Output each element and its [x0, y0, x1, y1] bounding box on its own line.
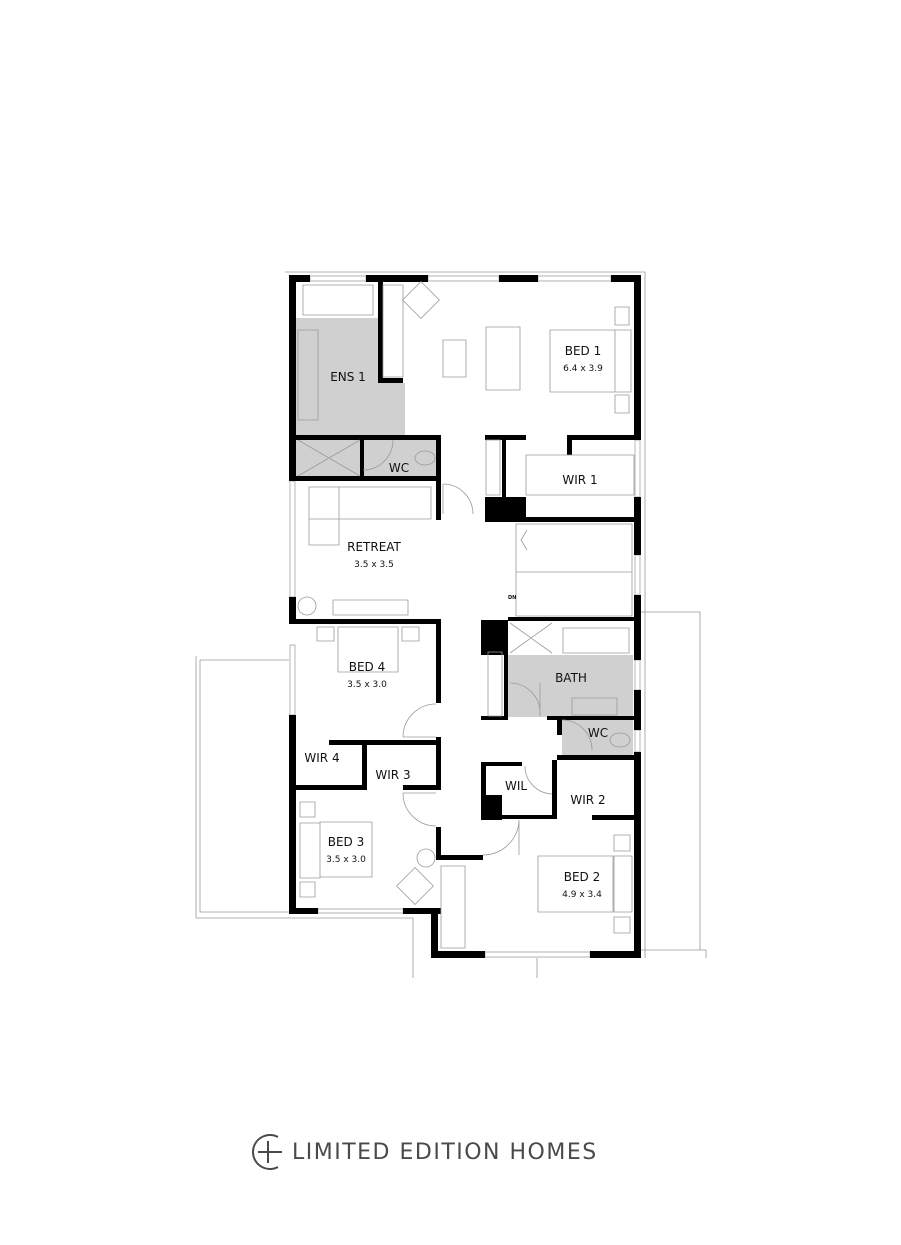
walls — [289, 275, 641, 958]
room-dims-retreat: 3.5 x 3.5 — [354, 560, 394, 570]
fixtures-furniture — [297, 284, 635, 949]
room-label-ens1: ENS 1 — [330, 370, 366, 384]
room-dims-bed4: 3.5 x 3.0 — [347, 680, 387, 690]
room-dims-bed3: 3.5 x 3.0 — [326, 855, 366, 865]
stair-label: DN — [508, 595, 516, 601]
door-swings — [362, 439, 593, 856]
room-label-bath: BATH — [555, 671, 587, 685]
room-label-bed2: BED 2 — [564, 870, 601, 884]
room-label-wir2: WIR 2 — [570, 793, 605, 807]
room-label-wc1: WC — [389, 461, 409, 475]
room-label-bed4: BED 4 — [349, 660, 386, 674]
room-dims-bed2: 4.9 x 3.4 — [562, 890, 602, 900]
round-fixtures — [297, 281, 631, 905]
circle-plus-icon — [252, 1134, 282, 1170]
brand-logo: LIMITED EDITION HOMES — [248, 1132, 598, 1172]
room-label-wir4: WIR 4 — [304, 751, 339, 765]
room-label-bed3: BED 3 — [328, 835, 365, 849]
room-label-wil: WIL — [505, 779, 527, 793]
room-label-retreat: RETREAT — [347, 540, 401, 554]
room-label-bed1: BED 1 — [565, 344, 602, 358]
wet-areas — [296, 318, 633, 755]
exterior-lines — [195, 271, 707, 978]
room-label-wc2: WC — [588, 726, 608, 740]
room-dims-bed1: 6.4 x 3.9 — [563, 364, 603, 374]
brand-name: LIMITED EDITION HOMES — [292, 1139, 598, 1165]
room-label-wir1: WIR 1 — [562, 473, 597, 487]
room-label-wir3: WIR 3 — [375, 768, 410, 782]
